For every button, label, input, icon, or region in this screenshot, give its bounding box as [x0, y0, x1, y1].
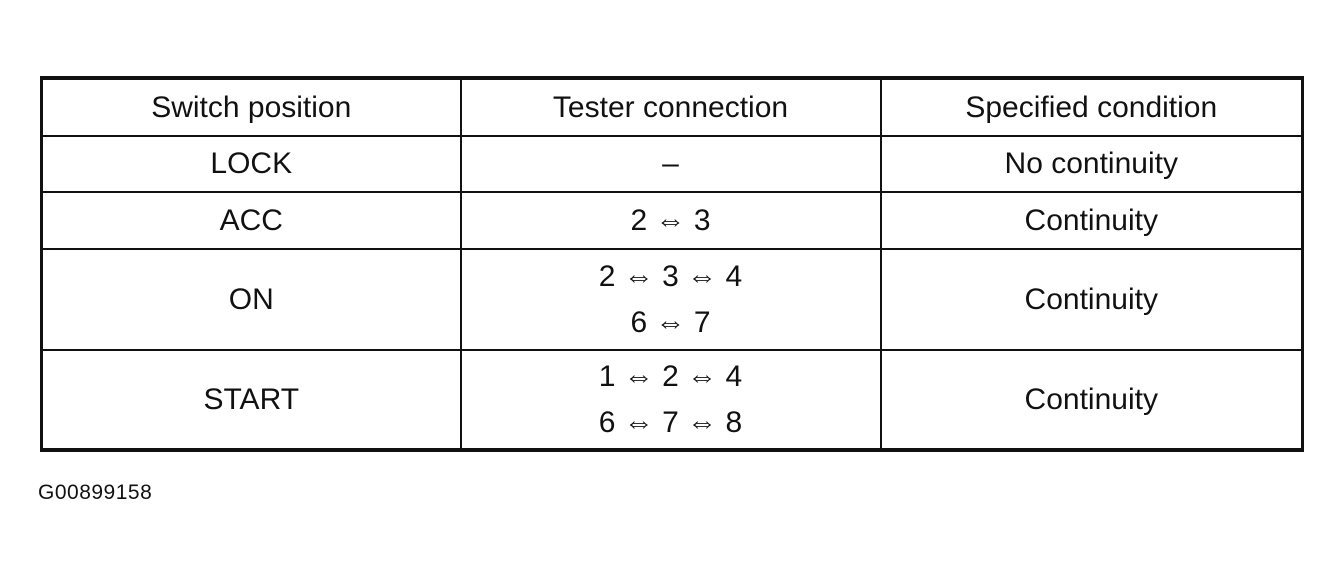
tester-connection-cell: – — [459, 135, 882, 193]
switch-position-cell: START — [40, 349, 462, 451]
connection-line: 6 ⇔ 7 — [630, 305, 711, 339]
tester-connection-cell: 2 ⇔ 3 ⇔ 4 6 ⇔ 7 — [459, 248, 882, 351]
specified-condition-cell: No continuity — [879, 135, 1304, 193]
header-specified-condition: Specified condition — [879, 77, 1304, 137]
tester-connection-cell: 1 ⇔ 2 ⇔ 4 6 ⇔ 7 ⇔ 8 — [459, 349, 882, 451]
table-header-row: Switch position Tester connection Specif… — [40, 77, 1304, 137]
connection-line: 1 ⇔ 2 ⇔ 4 — [598, 359, 743, 393]
switch-position-cell: ACC — [40, 191, 462, 250]
connection-line: 2 ⇔ 3 — [630, 203, 711, 237]
specified-condition-cell: Continuity — [879, 191, 1304, 250]
tester-connection-cell: 2 ⇔ 3 — [459, 191, 882, 250]
switch-position-cell: LOCK — [40, 135, 462, 193]
connection-line: 6 ⇔ 7 ⇔ 8 — [598, 405, 743, 439]
figure-code: G00899158 — [38, 481, 153, 504]
table-row: START 1 ⇔ 2 ⇔ 4 6 ⇔ 7 ⇔ 8 Continuity — [40, 349, 1304, 451]
switch-continuity-table: Switch position Tester connection Specif… — [40, 76, 1304, 452]
switch-position-cell: ON — [40, 248, 462, 351]
table-row: ON 2 ⇔ 3 ⇔ 4 6 ⇔ 7 Continuity — [40, 248, 1304, 351]
connection-line: – — [662, 147, 679, 180]
table-row: LOCK – No continuity — [40, 135, 1304, 193]
connection-line: 2 ⇔ 3 ⇔ 4 — [598, 259, 743, 293]
specified-condition-cell: Continuity — [879, 248, 1304, 351]
specified-condition-cell: Continuity — [879, 349, 1304, 451]
header-tester-connection: Tester connection — [459, 77, 882, 137]
table-row: ACC 2 ⇔ 3 Continuity — [40, 191, 1304, 250]
header-switch-position: Switch position — [40, 77, 462, 137]
